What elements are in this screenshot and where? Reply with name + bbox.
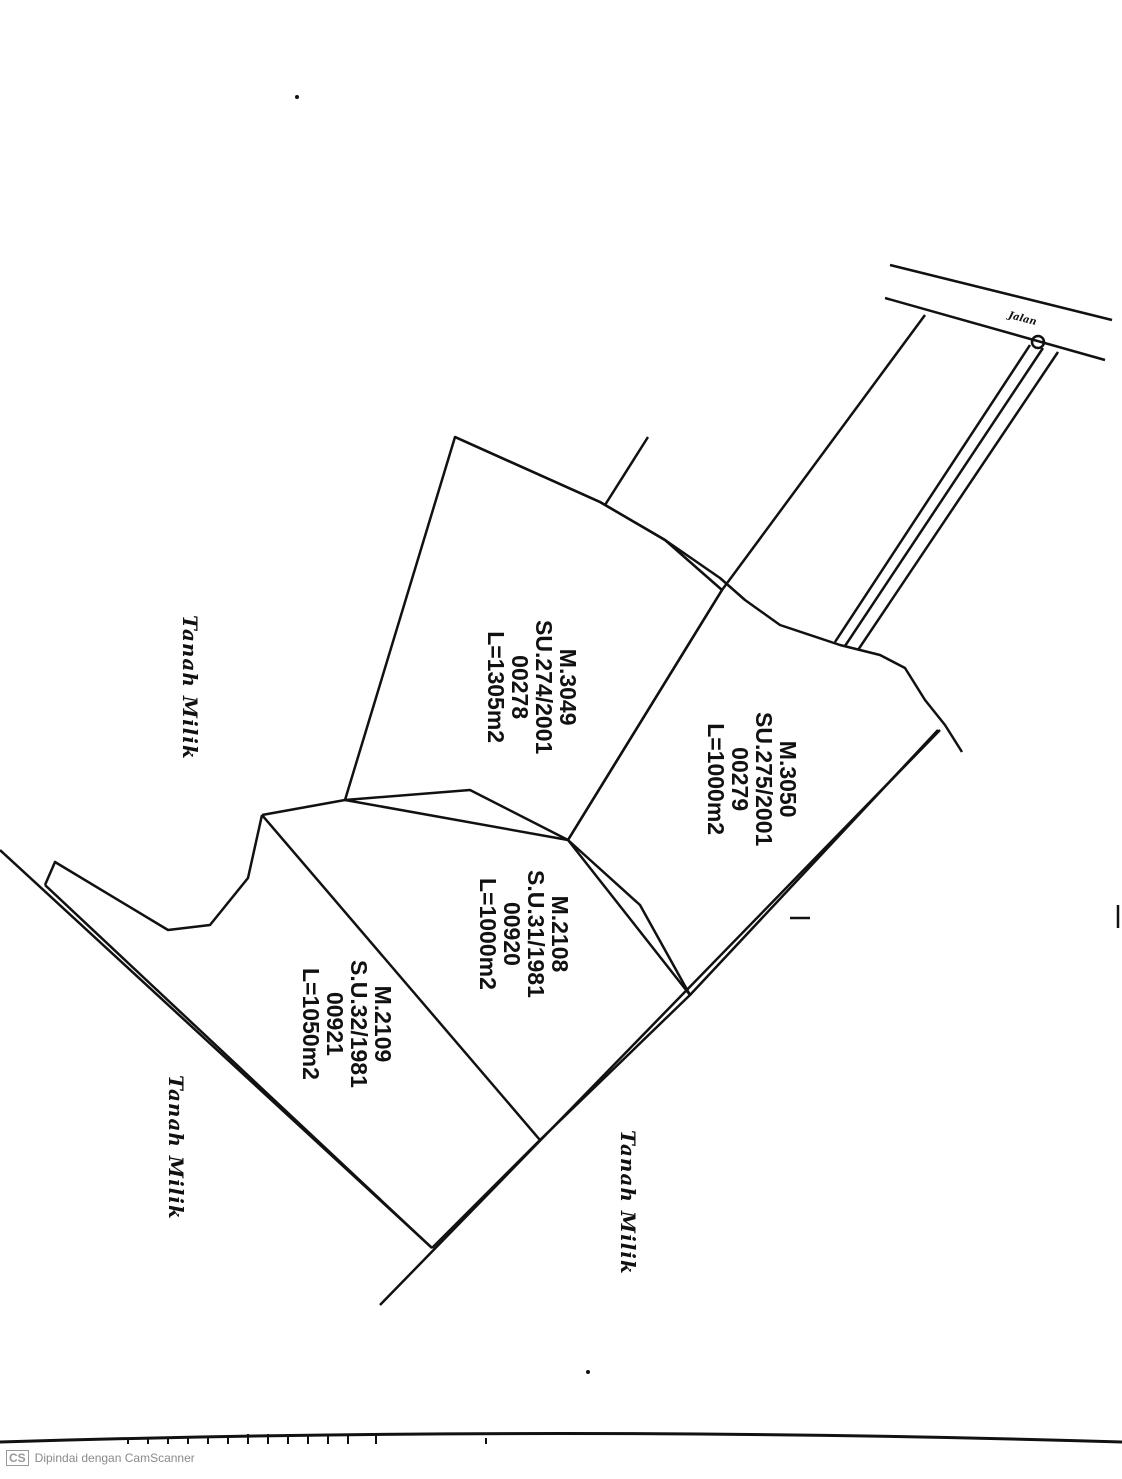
access-strip-line xyxy=(843,347,1045,647)
ruler-edge xyxy=(0,1432,1122,1444)
access-strip-line xyxy=(856,351,1060,651)
parcel-su: SU.274/2001 xyxy=(531,620,557,755)
parcel-su: S.U.32/1981 xyxy=(346,960,372,1088)
neighbor-label: Tanah Milik xyxy=(616,1130,640,1275)
parcel-m3050 xyxy=(566,589,939,997)
parcel-label-m3050: M.3050 SU.275/2001 00279 L=1000m2 xyxy=(703,712,801,847)
parcel-m2109-south xyxy=(431,1139,541,1249)
parcel-id: M.3049 xyxy=(555,648,581,726)
parcel-su: S.U.31/1981 xyxy=(523,870,549,998)
neighbor-label: Tanah Milik xyxy=(164,1075,188,1220)
access-strip-line xyxy=(833,344,1032,643)
ruler-ticks xyxy=(127,1434,487,1444)
boundary-line xyxy=(720,314,927,591)
road-edge-top xyxy=(889,263,1113,322)
parcel-area: L=1000m2 xyxy=(475,877,501,990)
neighbor-label: Tanah Milik xyxy=(178,615,202,760)
parcel-m2109-curve xyxy=(43,814,264,932)
parcel-label-m3049: M.3049 SU.274/2001 00278 L=1305m2 xyxy=(483,620,581,755)
scanner-footer: CS Dipindai dengan CamScanner xyxy=(6,1450,195,1466)
parcel-label-m2109: M.2109 S.U.32/1981 00921 L=1050m2 xyxy=(298,960,396,1088)
parcel-nib: 00278 xyxy=(507,655,533,720)
parcel-id: M.3050 xyxy=(775,740,801,818)
parcel-id: M.2108 xyxy=(547,895,573,973)
parcel-area: L=1000m2 xyxy=(703,723,729,836)
camscanner-logo: CS xyxy=(6,1450,29,1466)
parcel-nib: 00920 xyxy=(499,901,525,966)
parcel-id: M.2109 xyxy=(370,985,396,1063)
parcel-m2109-west xyxy=(261,798,346,817)
parcel-label-m2108: M.2108 S.U.31/1981 00920 L=1000m2 xyxy=(475,870,573,998)
speck xyxy=(295,95,299,99)
footer-text: Dipindai dengan CamScanner xyxy=(34,1451,195,1465)
parcel-m2108-boundary xyxy=(539,839,692,1141)
outer-boundary xyxy=(44,884,433,1249)
road-edge-bottom xyxy=(884,296,1106,362)
parcel-m2108-top xyxy=(344,788,569,842)
parcel-area: L=1305m2 xyxy=(483,631,509,744)
parcel-su: SU.275/2001 xyxy=(751,712,777,847)
parcel-divider xyxy=(261,814,541,1141)
speck xyxy=(586,1370,590,1374)
survey-point xyxy=(1030,334,1046,350)
east-boundary xyxy=(379,729,941,1306)
parcel-nib: 00279 xyxy=(727,747,753,812)
parcel-area: L=1050m2 xyxy=(298,967,324,1080)
boundary-line xyxy=(603,436,650,506)
parcel-nib: 00921 xyxy=(322,991,348,1056)
